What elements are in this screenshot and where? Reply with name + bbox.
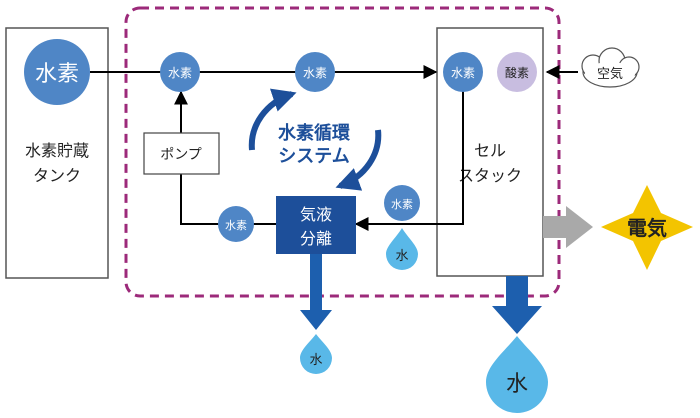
water-droplet-stack-large-label: 水 <box>506 372 528 397</box>
cycle-label-line2: システム <box>278 146 349 167</box>
pump-box <box>143 132 220 175</box>
air-cloud-icon <box>581 47 640 88</box>
hydrogen-molecule-1-label: 水素 <box>168 66 192 80</box>
electricity-star-icon <box>601 185 693 270</box>
stack-water-outlet-arrow <box>492 276 542 334</box>
hydrogen-molecule-2-label: 水素 <box>303 66 327 80</box>
water-droplet-separator-label: 水 <box>309 353 322 368</box>
gas-liquid-separator <box>276 196 356 254</box>
stack-hydrogen-label: 水素 <box>451 66 475 80</box>
separator-label-line2: 分離 <box>300 229 332 248</box>
water-droplet-separator <box>300 334 332 374</box>
cycle-arrow-upper <box>248 88 297 151</box>
cycle-label-line1: 水素循環 <box>278 122 351 144</box>
separator-water-outlet-arrow <box>300 254 332 330</box>
tank-label-line2: タンク <box>33 166 81 185</box>
air-label: 空気 <box>597 66 623 82</box>
hydrogen-molecule-1 <box>160 52 200 92</box>
power-output-arrow <box>543 206 593 248</box>
stack-oxygen-label: 酸素 <box>505 65 529 80</box>
tank-hydrogen-label: 水素 <box>35 62 79 87</box>
stack-exhaust-hydrogen-label: 水素 <box>391 198 413 211</box>
return-hydrogen-molecule <box>218 206 254 242</box>
stack-hydrogen-molecule <box>443 52 483 92</box>
stack-to-separator-line <box>354 86 464 231</box>
pump-label: ポンプ <box>160 147 202 163</box>
stack-label-line1: セル <box>474 141 506 160</box>
water-droplet-stack-large <box>486 336 548 413</box>
water-droplet-stack-small <box>386 228 418 270</box>
water-droplet-stack-small-label: 水 <box>395 249 408 264</box>
circulation-loop-boundary <box>124 6 561 298</box>
return-hydrogen-label: 水素 <box>225 219 247 232</box>
electricity-label: 電気 <box>627 216 667 240</box>
stack-label-line2: スタック <box>458 166 522 185</box>
stack-oxygen-molecule <box>497 52 537 92</box>
stack-exhaust-hydrogen-molecule <box>384 185 420 221</box>
tank-label-line1: 水素貯蔵 <box>25 141 89 160</box>
separator-label-line1: 気液 <box>300 205 332 224</box>
tank-hydrogen-circle <box>24 39 90 105</box>
cycle-arrow-lower <box>335 129 382 191</box>
hydrogen-molecule-2 <box>295 52 335 92</box>
